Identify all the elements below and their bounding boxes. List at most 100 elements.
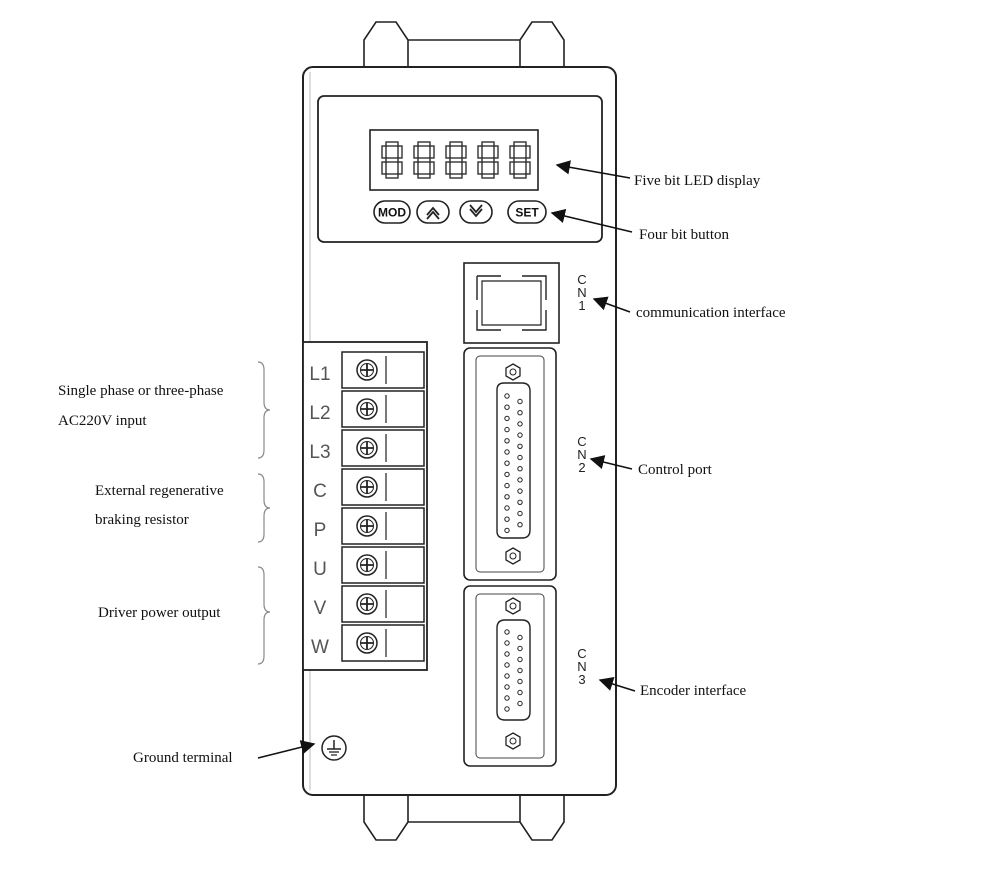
pin <box>517 432 523 438</box>
terminal-label: C <box>313 481 327 502</box>
terminal-l3[interactable]: L3 <box>309 429 425 467</box>
pin <box>504 415 510 422</box>
pin <box>504 438 510 444</box>
terminal-label: W <box>311 637 329 658</box>
pin <box>504 629 510 635</box>
mod-button[interactable]: MOD <box>373 200 411 224</box>
pin <box>504 662 510 668</box>
pin <box>517 466 523 472</box>
screw-icon <box>356 476 378 498</box>
pin <box>504 494 510 500</box>
pin <box>517 510 523 517</box>
led-digits <box>381 141 531 179</box>
screw-icon <box>356 398 378 420</box>
pin <box>517 398 523 405</box>
pin <box>504 404 510 410</box>
pin <box>517 477 523 483</box>
ground-icon <box>321 735 347 761</box>
pin <box>504 640 510 646</box>
terminal-label: L1 <box>309 364 330 385</box>
chevron-down-icon <box>469 204 483 218</box>
set-button-label: SET <box>515 206 539 220</box>
pin <box>504 651 510 657</box>
terminal-l1[interactable]: L1 <box>309 351 425 389</box>
pin <box>504 706 510 712</box>
cn1-connector[interactable] <box>463 262 560 344</box>
cn2-connector[interactable] <box>463 347 557 581</box>
led-digit <box>477 141 499 179</box>
set-button[interactable]: SET <box>507 200 547 224</box>
pin <box>517 667 523 674</box>
pin <box>517 689 523 696</box>
pin <box>517 656 523 663</box>
screw-icon <box>356 554 378 576</box>
terminal-label: L2 <box>309 403 330 424</box>
pin <box>504 505 510 511</box>
terminal-u[interactable]: U <box>313 546 425 584</box>
pin <box>517 421 523 427</box>
led-digit <box>445 141 467 179</box>
pin <box>517 410 523 416</box>
pin <box>504 393 510 399</box>
cn1-label: communication interface <box>636 305 786 321</box>
screw-icon <box>356 632 378 654</box>
output-group-label: Driver power output <box>98 605 221 621</box>
chevron-up-icon <box>426 206 440 220</box>
callout-arrows <box>257 160 636 759</box>
pin <box>504 460 510 466</box>
screw-icon <box>356 359 378 381</box>
pin <box>504 482 510 489</box>
terminal-l2[interactable]: L2 <box>309 390 425 428</box>
ground-label: Ground terminal <box>133 750 233 766</box>
mod-button-label: MOD <box>378 206 406 220</box>
pin <box>517 700 523 707</box>
pin <box>517 488 523 494</box>
terminal-label: L3 <box>309 442 330 463</box>
led-display-window <box>369 129 539 191</box>
button-row: MOD SET <box>373 200 547 224</box>
pin <box>517 678 523 685</box>
terminal-label: V <box>314 598 327 619</box>
brake-group-label-line2: braking resistor <box>95 512 189 528</box>
pin <box>504 516 510 522</box>
pin <box>504 673 510 679</box>
input-group-label-line1: Single phase or three-phase <box>58 383 224 399</box>
terminal-label: P <box>314 520 327 541</box>
up-button[interactable] <box>416 200 450 224</box>
pin <box>504 426 510 433</box>
terminal-c[interactable]: C <box>313 468 425 506</box>
pin <box>517 454 523 461</box>
pin <box>517 443 523 449</box>
led-digit <box>413 141 435 179</box>
pin <box>504 684 510 690</box>
cn3-label: Encoder interface <box>640 683 747 699</box>
screw-icon <box>356 515 378 537</box>
pin <box>504 449 510 455</box>
mounting-tab-bottom <box>363 795 565 841</box>
terminal-v[interactable]: V <box>314 585 425 623</box>
terminal-p[interactable]: P <box>314 507 425 545</box>
mounting-tab-top <box>363 21 565 67</box>
terminal-label: U <box>313 559 327 580</box>
cn2-label: Control port <box>638 462 712 478</box>
pin <box>504 471 510 478</box>
led-digit <box>509 141 531 179</box>
pin <box>517 634 523 641</box>
pin <box>517 522 523 528</box>
screw-icon <box>356 437 378 459</box>
down-button[interactable] <box>459 200 493 224</box>
pin <box>517 499 523 505</box>
group-brackets <box>257 361 271 665</box>
terminal-w[interactable]: W <box>311 624 425 662</box>
pin <box>504 527 510 534</box>
cn3-connector[interactable] <box>463 585 557 767</box>
input-group-label-line2: AC220V input <box>58 413 147 429</box>
brake-group-label-line1: External regenerative <box>95 483 224 499</box>
